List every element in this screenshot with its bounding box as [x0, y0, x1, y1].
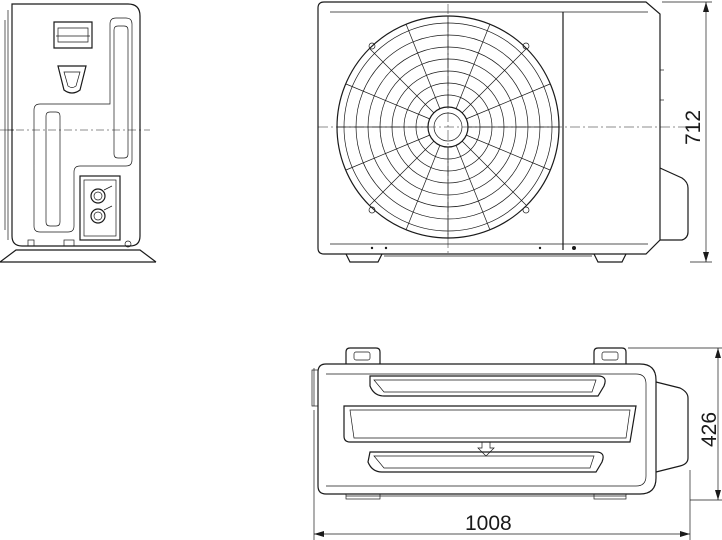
depth-dimension-label: 426 — [698, 412, 721, 447]
front-view — [317, 1, 712, 263]
top-view — [311, 347, 722, 540]
width-dimension-label: 1008 — [465, 512, 512, 535]
side-view — [0, 3, 157, 263]
height-dimension-label: 712 — [682, 110, 705, 145]
